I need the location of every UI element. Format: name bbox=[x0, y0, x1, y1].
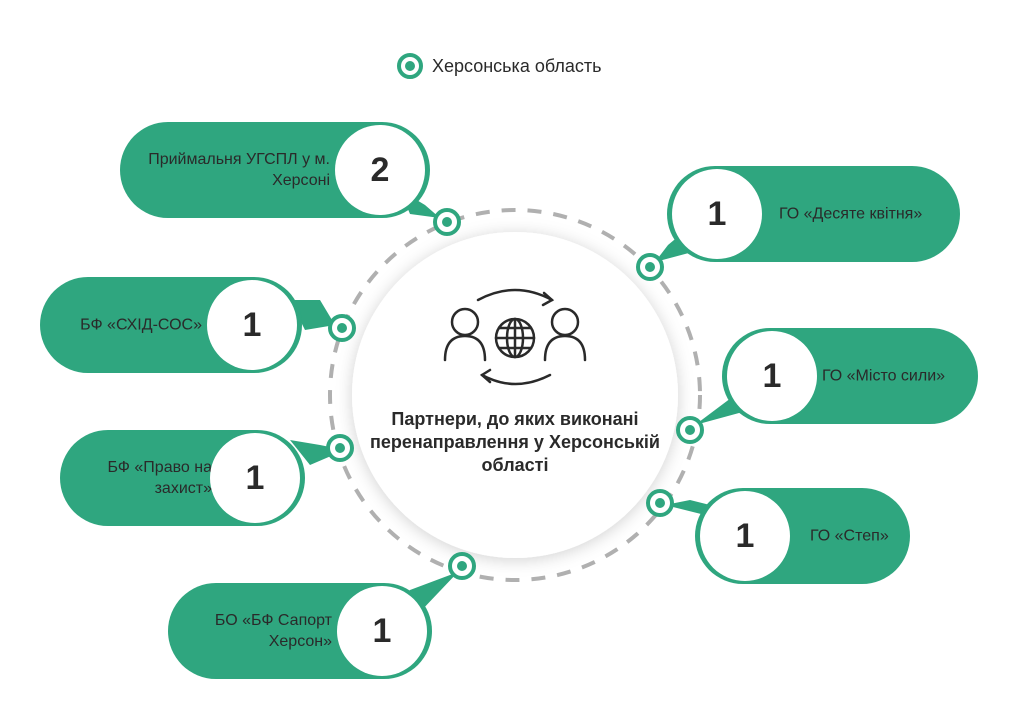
dashed-ring bbox=[328, 208, 702, 582]
partner-count: 1 bbox=[700, 491, 790, 581]
legend-label: Херсонська область bbox=[432, 55, 602, 76]
marker-dot bbox=[636, 253, 664, 281]
marker-dot bbox=[448, 552, 476, 580]
partner-name: ГО «Десяте квітня» bbox=[779, 205, 923, 223]
partner-card: 1 ГО «Степ» bbox=[695, 488, 910, 584]
partner-card: Приймальня УГСПЛ у м. Херсоні 2 bbox=[120, 122, 430, 218]
partner-count: 1 bbox=[727, 331, 817, 421]
partner-name: Приймальня УГСПЛ у м. Херсоні bbox=[148, 151, 330, 189]
partner-count: 1 bbox=[210, 433, 300, 523]
legend: Херсонська область bbox=[396, 52, 602, 80]
partner-card: БФ «СХІД-СОС» 1 bbox=[40, 277, 302, 373]
marker-dots bbox=[326, 208, 704, 580]
partners-exchange-icon bbox=[443, 288, 587, 386]
partner-count: 1 bbox=[207, 280, 297, 370]
partner-card: 1 ГО «Місто сили» bbox=[722, 328, 978, 424]
center-circle bbox=[352, 232, 678, 558]
center-title: Партнери, до яких виконані перенаправлен… bbox=[370, 409, 660, 475]
partner-card: БО «БФ Сапорт Херсон» 1 bbox=[168, 583, 432, 679]
partner-name: БФ «СХІД-СОС» bbox=[80, 316, 202, 334]
partner-name: ГО «Степ» bbox=[810, 527, 889, 545]
partner-name: БФ «Право на захист» bbox=[107, 459, 212, 497]
partner-count: 1 bbox=[337, 586, 427, 676]
partner-count: 2 bbox=[335, 125, 425, 215]
marker-dot bbox=[326, 434, 354, 462]
region-marker-icon bbox=[397, 53, 423, 79]
partner-card: БФ «Право на захист» 1 bbox=[60, 430, 305, 526]
partner-card: 1 ГО «Десяте квітня» bbox=[667, 166, 960, 262]
marker-dot bbox=[433, 208, 461, 236]
partner-name: БО «БФ Сапорт Херсон» bbox=[214, 612, 332, 650]
marker-dot bbox=[646, 489, 674, 517]
marker-dot bbox=[676, 416, 704, 444]
partner-name: ГО «Місто сили» bbox=[822, 367, 946, 385]
marker-dot bbox=[328, 314, 356, 342]
partner-count: 1 bbox=[672, 169, 762, 259]
